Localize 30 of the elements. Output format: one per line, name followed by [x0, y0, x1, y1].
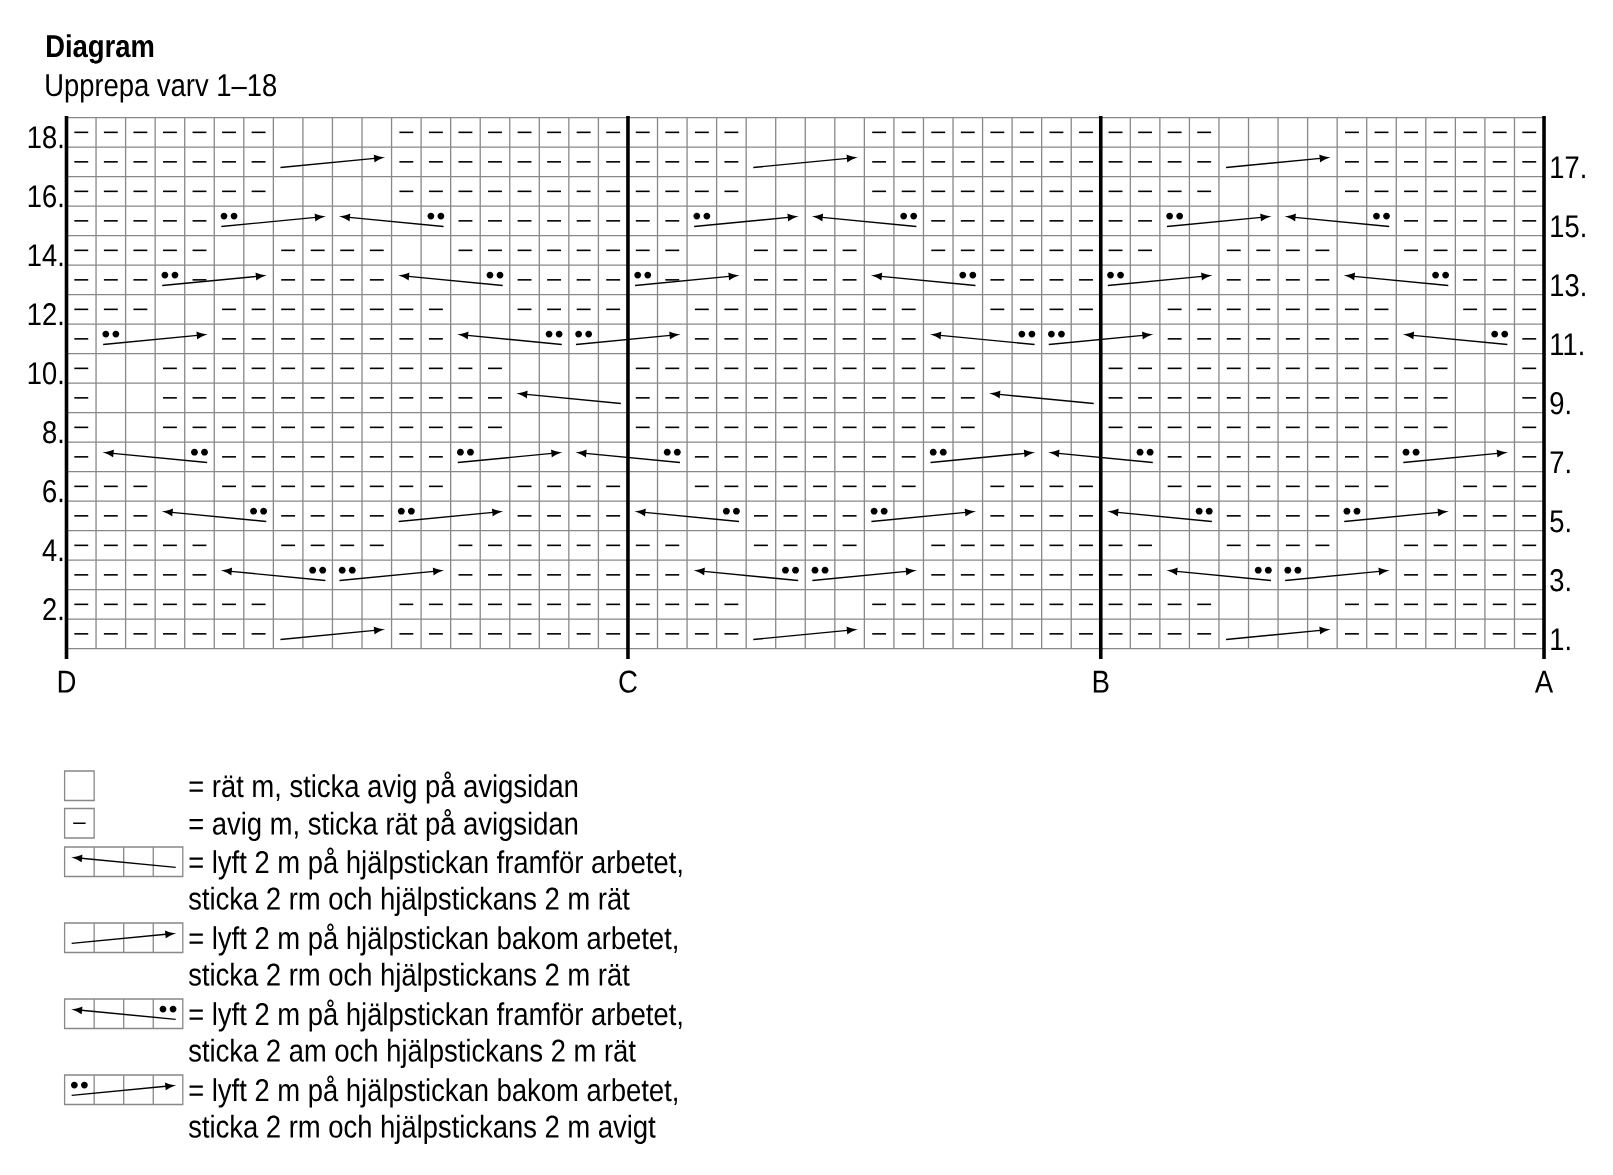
row-number: 6.: [43, 480, 63, 503]
row-number: 16.: [28, 185, 63, 208]
row-number: 13.: [1551, 274, 1585, 297]
row-number: 11.: [1551, 333, 1583, 356]
legend-text: = lyft 2 m på hjälpstickan bakom arbetet, sticka 2 rm och hjälpstickans 2 m rät: [188, 923, 677, 993]
section-letter: A: [1534, 670, 1554, 693]
title: Diagram: [47, 34, 154, 64]
row-number: 4.: [42, 539, 63, 562]
row-number: 17.: [1551, 156, 1585, 179]
row-number: 8.: [43, 421, 63, 444]
row-number: 5.: [1550, 510, 1570, 533]
subtitle: Upprepa varv 1–18: [46, 74, 277, 103]
row-number: 10.: [28, 362, 63, 385]
row-number: 1.: [1551, 628, 1570, 651]
row-number: 12.: [28, 303, 63, 326]
row-number: 7.: [1550, 451, 1570, 474]
legend-text: = rät m, sticka avig på avigsidan: [189, 771, 578, 804]
legend-text: = lyft 2 m på hjälpstickan framför arbetet, sticka 2 am och hjälpstickans 2 m rät: [188, 999, 682, 1069]
section-letter: C: [619, 670, 637, 693]
row-number: 14.: [28, 244, 63, 267]
section-letter: D: [58, 670, 76, 693]
legend-text: = lyft 2 m på hjälpstickan framför arbetet, sticka 2 rm och hjälpstickans 2 m rät: [188, 847, 682, 917]
row-number: 9.: [1550, 392, 1570, 415]
row-number: 2.: [43, 598, 63, 621]
row-number: 3.: [1550, 569, 1570, 592]
legend-text: = avig m, sticka rät på avigsidan: [189, 809, 578, 842]
legend-text: = lyft 2 m på hjälpstickan bakom arbetet, sticka 2 rm och hjälpstickans 2 m avigt: [188, 1075, 677, 1145]
row-number: 15.: [1551, 215, 1585, 238]
section-letter: B: [1093, 670, 1109, 693]
row-number: 18.: [28, 126, 63, 149]
